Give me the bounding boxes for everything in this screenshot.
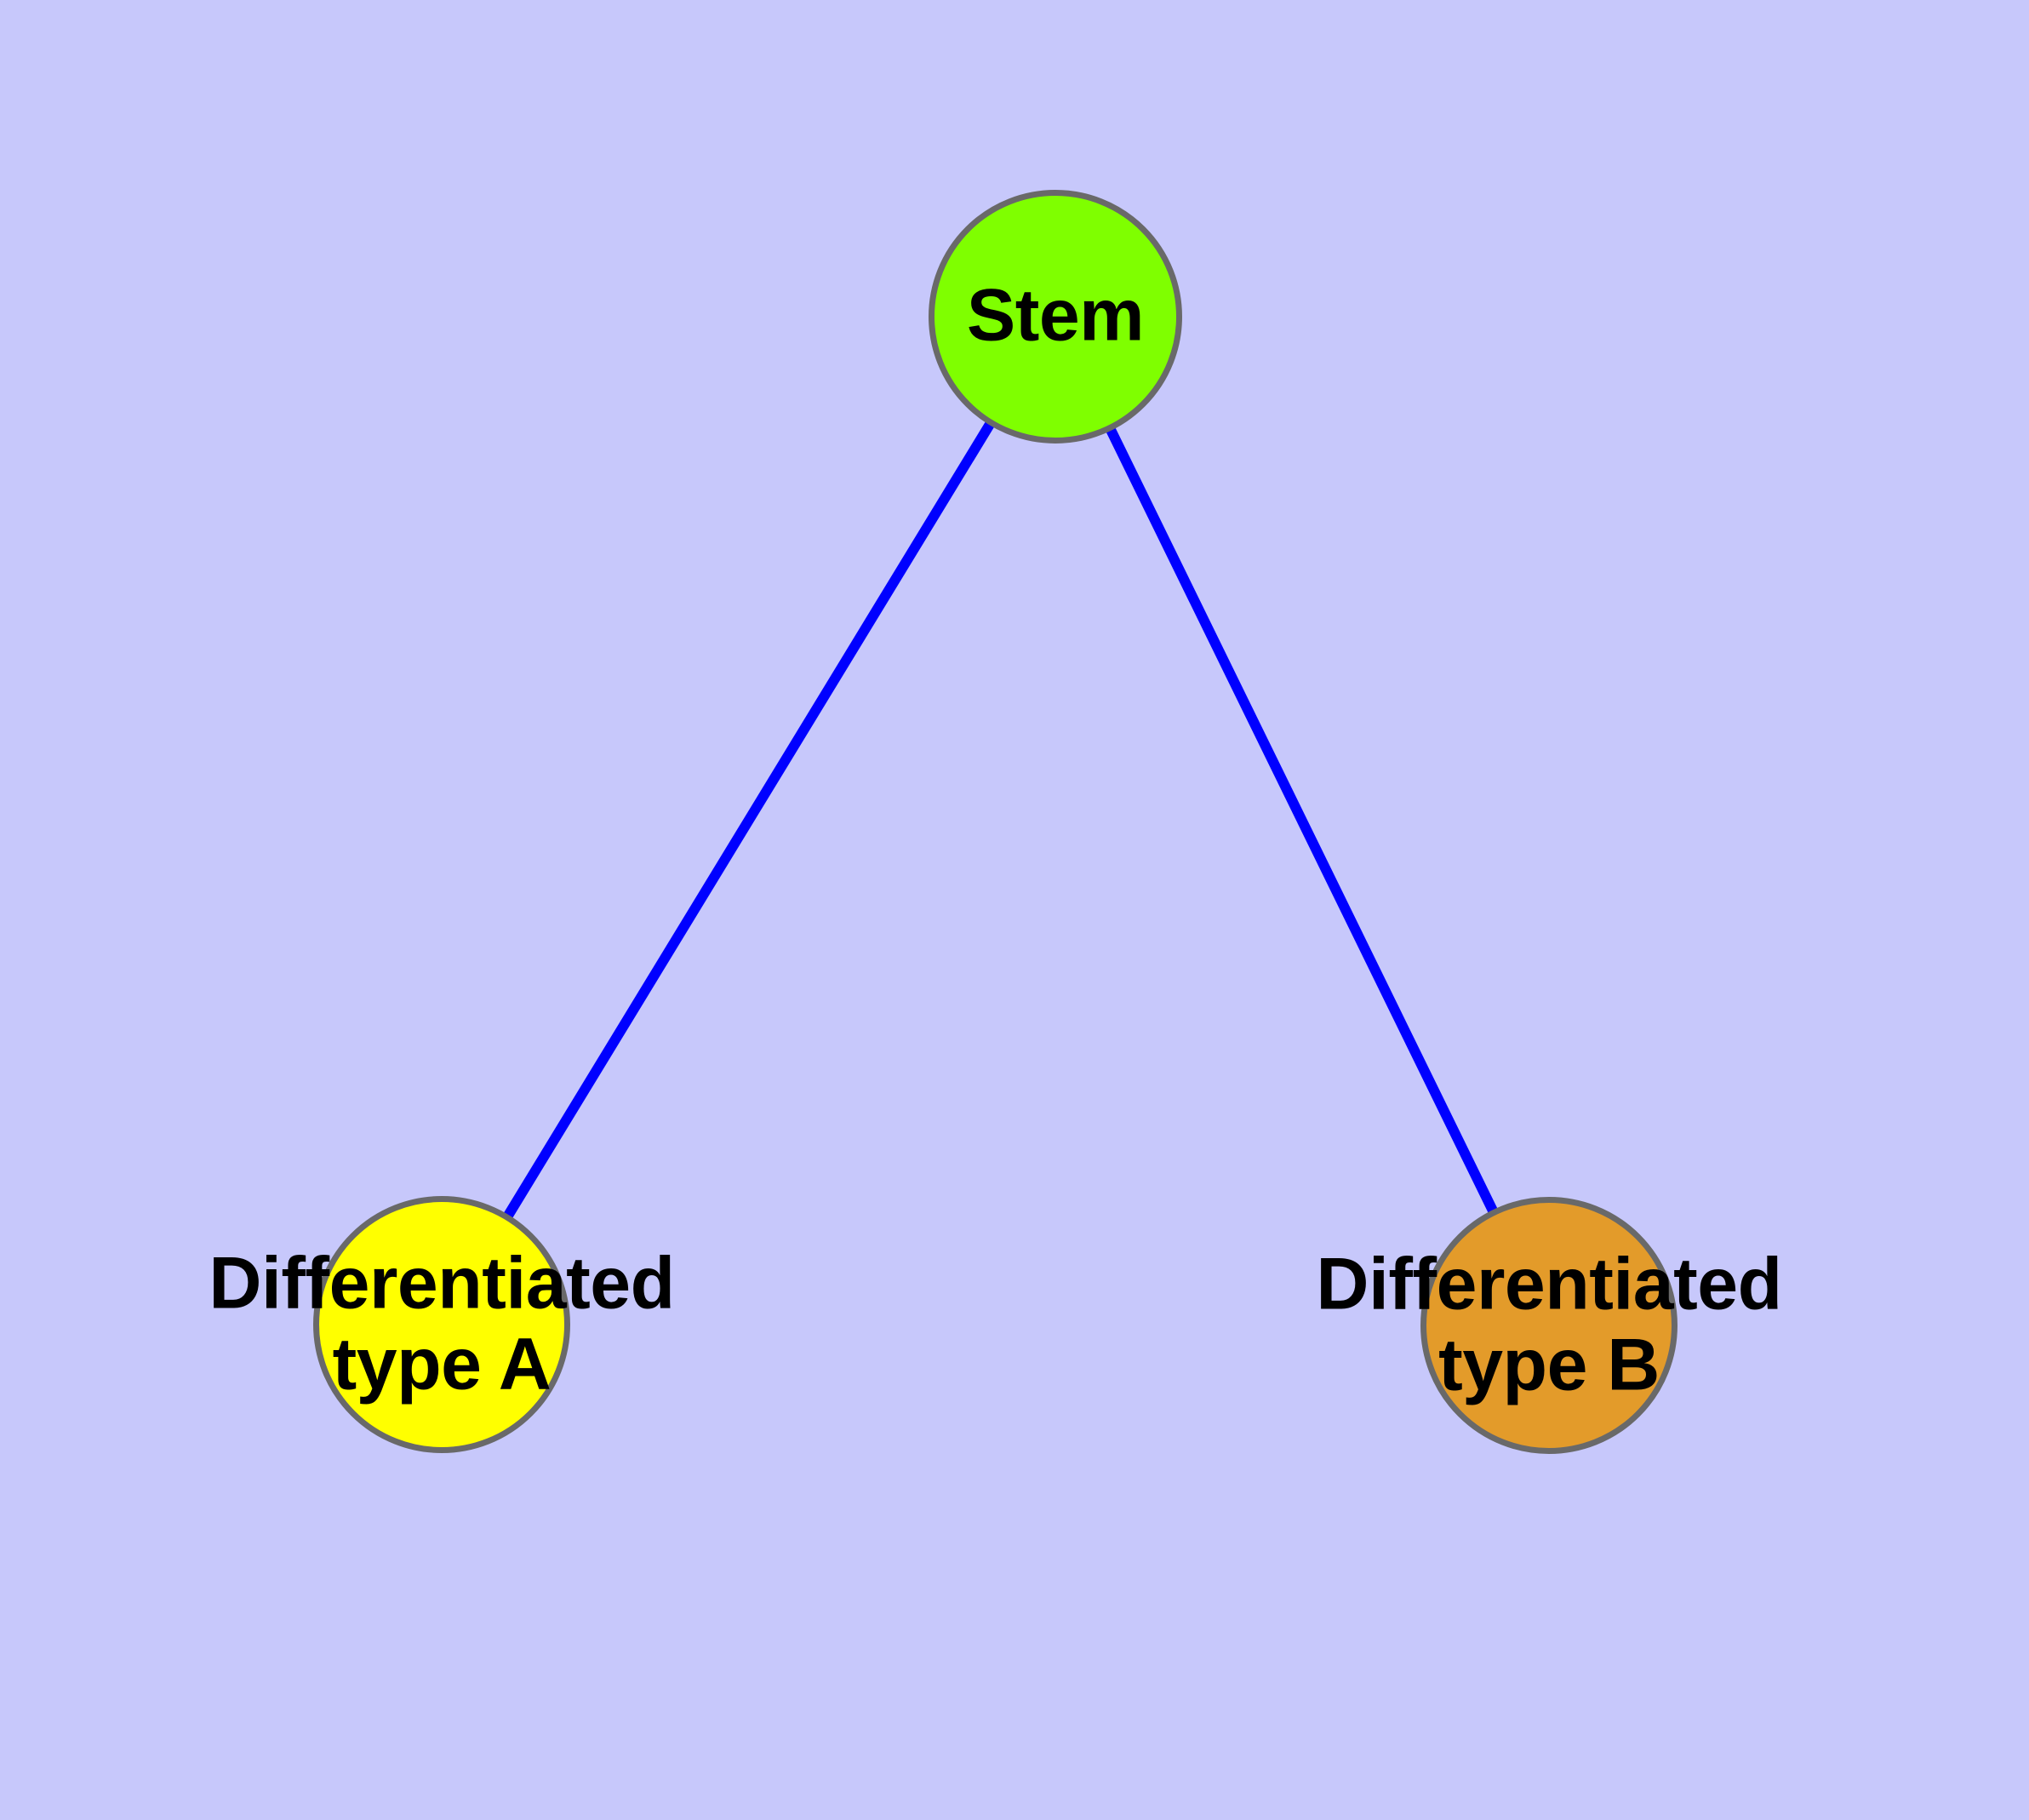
node-stem[interactable]: [929, 190, 1182, 444]
edge-stem-to-differentiated-type-a: [437, 313, 1060, 1328]
node-differentiated-type-a[interactable]: [313, 1196, 570, 1453]
node-differentiated-type-b[interactable]: [1420, 1197, 1677, 1454]
edge-stem-to-differentiated-type-b: [1050, 314, 1554, 1328]
